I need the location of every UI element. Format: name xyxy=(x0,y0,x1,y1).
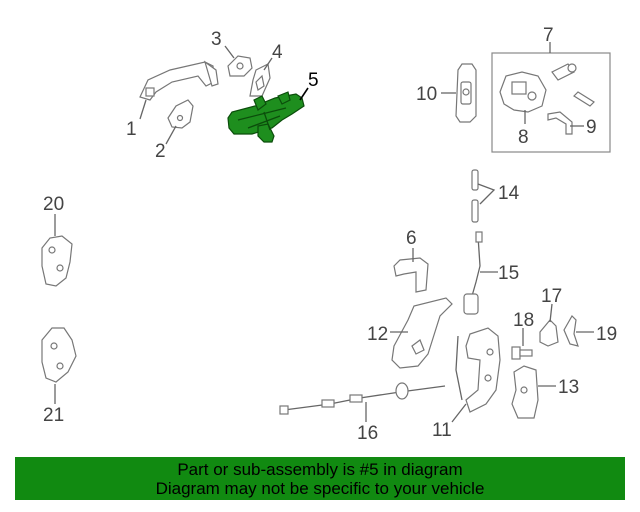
callout-9[interactable]: 9 xyxy=(586,117,597,138)
part-1-outer-handle[interactable] xyxy=(139,60,219,101)
part-4-gasket[interactable] xyxy=(249,63,271,97)
part-21-hinge[interactable] xyxy=(41,327,77,383)
part-8-lock-cylinder[interactable] xyxy=(499,71,547,113)
leader-2 xyxy=(165,125,177,145)
notice-line-part: Part or sub-assembly is #5 in diagram xyxy=(177,460,463,479)
callout-20[interactable]: 20 xyxy=(43,194,64,215)
callout-12[interactable]: 12 xyxy=(367,324,388,345)
parts-diagram: 1 2 3 4 5 10 7 8 xyxy=(41,25,617,444)
part-9-wire[interactable] xyxy=(547,111,573,135)
callout-16[interactable]: 16 xyxy=(357,423,378,444)
part-20-hinge[interactable] xyxy=(41,235,73,287)
callout-14[interactable]: 14 xyxy=(498,183,520,204)
callout-19[interactable]: 19 xyxy=(596,324,617,345)
callout-7[interactable]: 7 xyxy=(543,25,554,46)
part-18-bolt[interactable] xyxy=(511,346,533,360)
callout-15[interactable]: 15 xyxy=(498,263,519,284)
callout-4[interactable]: 4 xyxy=(272,42,283,63)
leader-5 xyxy=(299,87,309,101)
part-2-handle-cover[interactable] xyxy=(167,99,194,129)
callout-11[interactable]: 11 xyxy=(432,420,452,441)
part-10-key-fob[interactable] xyxy=(455,63,477,123)
leader-17 xyxy=(549,303,553,323)
callout-13[interactable]: 13 xyxy=(558,377,579,398)
part-5-handle-carrier[interactable] xyxy=(227,91,305,143)
part-19-clip[interactable] xyxy=(563,315,579,347)
leader-4 xyxy=(263,57,273,71)
part-13-striker[interactable] xyxy=(511,365,539,419)
leader-3 xyxy=(224,45,235,59)
part-16-long-cable[interactable] xyxy=(279,382,446,415)
callout-8[interactable]: 8 xyxy=(518,127,529,148)
part-12-cover[interactable] xyxy=(391,297,453,369)
part-14-rods[interactable] xyxy=(471,169,479,223)
leader-11 xyxy=(451,403,467,423)
diagram-notice-banner: Part or sub-assembly is #5 in diagram Di… xyxy=(15,457,625,500)
leader-1 xyxy=(139,99,147,120)
callout-3[interactable]: 3 xyxy=(211,29,222,50)
callout-17[interactable]: 17 xyxy=(541,286,562,307)
part-7-bolt[interactable] xyxy=(551,63,577,81)
notice-line-disclaimer: Diagram may not be specific to your vehi… xyxy=(155,479,485,498)
callout-21[interactable]: 21 xyxy=(43,405,64,426)
callout-2[interactable]: 2 xyxy=(155,141,166,162)
part-15-cable[interactable] xyxy=(463,231,483,315)
callout-1[interactable]: 1 xyxy=(126,119,137,140)
part-7-pin[interactable] xyxy=(573,91,595,107)
callout-5[interactable]: 5 xyxy=(308,70,319,91)
callout-10[interactable]: 10 xyxy=(416,84,437,105)
callout-18[interactable]: 18 xyxy=(513,310,534,331)
leader-14 xyxy=(477,183,496,205)
part-11-latch[interactable] xyxy=(455,327,501,413)
part-3-gasket[interactable] xyxy=(227,55,253,77)
callout-6[interactable]: 6 xyxy=(406,228,417,249)
part-17-clip[interactable] xyxy=(539,319,559,347)
part-6-bracket[interactable] xyxy=(393,257,429,293)
